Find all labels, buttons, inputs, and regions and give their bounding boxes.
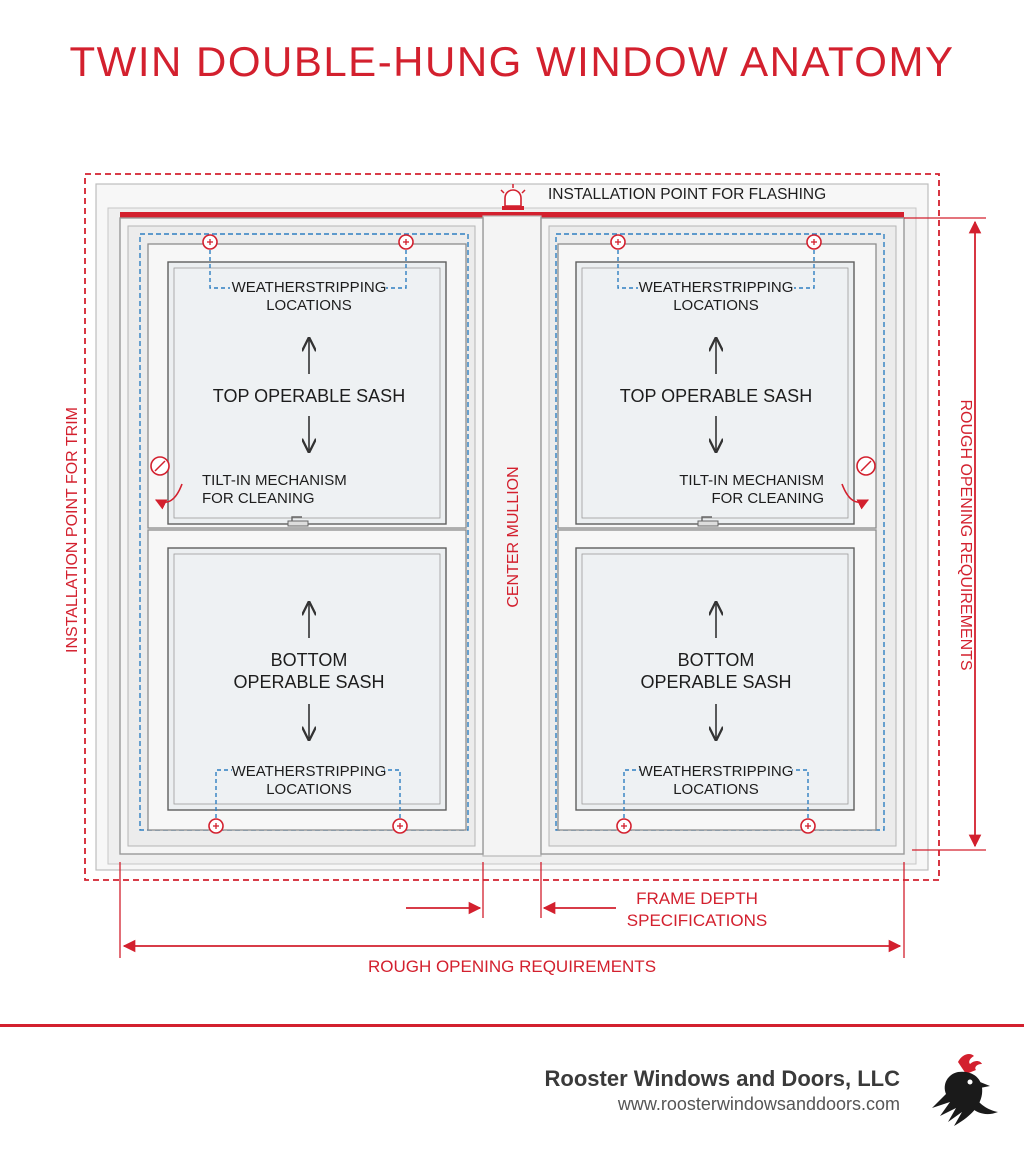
weatherstrip-marker-icon <box>806 234 822 250</box>
weatherstrip-label: WEATHERSTRIPPING <box>232 279 387 296</box>
center-mullion-label: CENTER MULLION <box>505 466 522 607</box>
weatherstrip-label: LOCATIONS <box>266 781 352 798</box>
window-diagram: INSTALLATION POINT FOR FLASHING INSTALLA… <box>64 173 986 976</box>
sash-lock-icon <box>697 516 719 527</box>
bottom-sash-label: BOTTOM <box>271 650 348 670</box>
weatherstrip-marker-icon <box>392 818 408 834</box>
footer-divider <box>0 1024 1024 1027</box>
company-name: Rooster Windows and Doors, LLC <box>544 1066 900 1091</box>
rough-opening-horizontal-label: ROUGH OPENING REQUIREMENTS <box>368 957 656 976</box>
top-sash-label: TOP OPERABLE SASH <box>620 386 812 406</box>
weatherstrip-callouts <box>209 250 815 818</box>
tilt-arrow-icon <box>841 483 870 510</box>
trim-label: INSTALLATION POINT FOR TRIM <box>64 407 81 653</box>
weatherstrip-marker-icon <box>208 818 224 834</box>
weatherstrip-marker-icon <box>616 818 632 834</box>
weatherstrip-label: WEATHERSTRIPPING <box>232 763 387 780</box>
bottom-sash-label: BOTTOM <box>678 650 755 670</box>
tilt-label: FOR CLEANING <box>711 490 824 507</box>
page-title: TWIN DOUBLE-HUNG WINDOW ANATOMY <box>69 38 955 85</box>
left-window-unit <box>119 217 484 855</box>
tilt-label: TILT-IN MECHANISM <box>679 472 824 489</box>
tilt-label: FOR CLEANING <box>202 490 315 507</box>
center-mullion <box>482 215 542 857</box>
bottom-sash-label: OPERABLE SASH <box>640 672 791 692</box>
frame-depth-label-line1: FRAME DEPTH <box>636 889 758 908</box>
bottom-sash-label: OPERABLE SASH <box>233 672 384 692</box>
tilt-marker-icon <box>150 456 170 476</box>
weatherstrip-label: WEATHERSTRIPPING <box>639 763 794 780</box>
tilt-arrow-icon <box>154 483 183 510</box>
top-sash-label: TOP OPERABLE SASH <box>213 386 405 406</box>
sash-movement-arrows <box>309 340 716 738</box>
rooster-logo-icon <box>932 1054 998 1126</box>
sash-lock-icon <box>287 516 309 527</box>
flashing-alarm-icon <box>500 184 526 210</box>
weatherstrip-label: LOCATIONS <box>266 297 352 314</box>
flashing-label: INSTALLATION POINT FOR FLASHING <box>548 186 826 203</box>
rough-opening-horizontal-dimension <box>119 862 905 958</box>
tilt-label: TILT-IN MECHANISM <box>202 472 347 489</box>
frame-depth-dimension <box>406 862 616 918</box>
website-link[interactable]: www.roosterwindowsanddoors.com <box>617 1094 900 1114</box>
weatherstrip-marker-icon <box>800 818 816 834</box>
weatherstrip-marker-icon <box>398 234 414 250</box>
tilt-marker-icon <box>856 456 876 476</box>
weatherstrip-marker-icon <box>610 234 626 250</box>
brand-block: Rooster Windows and Doors, LLC www.roost… <box>545 1066 900 1115</box>
right-window-unit <box>540 217 905 855</box>
weatherstrip-marker-icon <box>202 234 218 250</box>
frame-depth-label-line2: SPECIFICATIONS <box>627 911 767 930</box>
weatherstrip-label: LOCATIONS <box>673 297 759 314</box>
weatherstrip-label: WEATHERSTRIPPING <box>639 279 794 296</box>
weatherstrip-label: LOCATIONS <box>673 781 759 798</box>
rough-opening-vertical-dimension <box>904 217 986 851</box>
rough-opening-vertical-label: ROUGH OPENING REQUIREMENTS <box>957 399 974 670</box>
